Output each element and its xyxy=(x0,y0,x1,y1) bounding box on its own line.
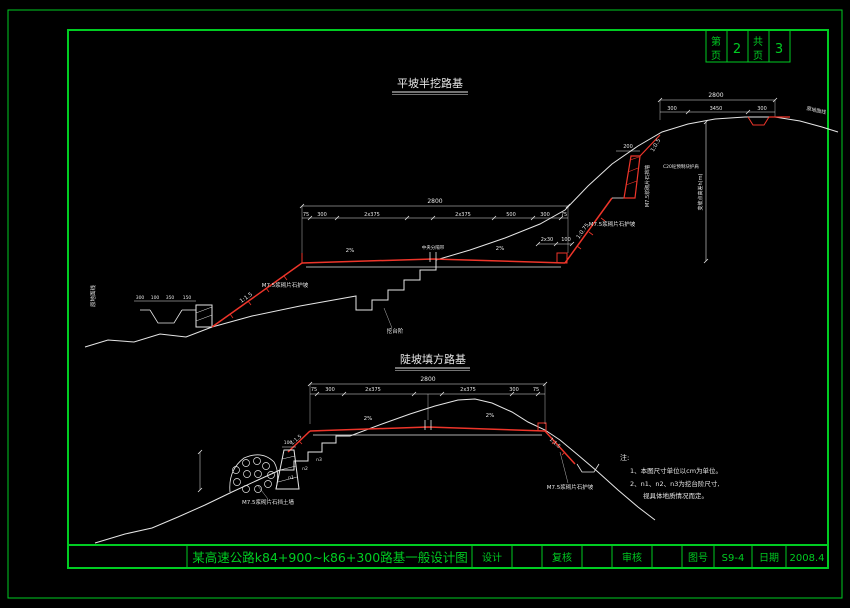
dim: 2x375 xyxy=(365,387,381,393)
titleblock-separators xyxy=(186,545,787,568)
page-box-char: 页 xyxy=(711,50,721,62)
cross-slope: 2% xyxy=(346,248,355,254)
fill-slope xyxy=(211,262,303,328)
dim: 75 xyxy=(311,387,317,393)
bottom-section-linework xyxy=(94,367,656,544)
dim: 500 xyxy=(506,212,516,218)
bench-dim: n2 xyxy=(302,466,308,472)
dim: 300 xyxy=(667,106,677,112)
dim: 300 xyxy=(540,212,550,218)
dim-total-width: 2800 xyxy=(708,92,723,99)
slope-protection-label: M7.5浆砌片石护坡 xyxy=(262,281,309,289)
note-2-cont: 视具体地质情况而定。 xyxy=(643,491,708,500)
median-label: 中央分隔带 xyxy=(422,244,445,251)
ground-line-label: 原地面线 xyxy=(89,285,97,308)
page-number: 2 xyxy=(733,42,741,57)
toe-ditch xyxy=(134,300,213,328)
retaining-wall-label: M7.5浆砌片石挡土墙 xyxy=(242,498,294,506)
bench-dim: n3 xyxy=(316,457,322,463)
road-surface xyxy=(309,420,547,436)
dim: 2x375 xyxy=(364,212,380,218)
dim: 300 xyxy=(136,295,145,301)
curb-block xyxy=(537,422,547,432)
dim-total-width: 2800 xyxy=(427,198,442,205)
dim: 100 xyxy=(284,440,293,446)
retaining-wall xyxy=(623,155,641,199)
slope-protection-label: M7.5浆砌片石护坡 xyxy=(589,220,636,228)
upper-platform xyxy=(657,97,790,264)
left-wall-group xyxy=(197,430,311,500)
inner-border xyxy=(67,29,829,569)
dim: 2x375 xyxy=(460,387,476,393)
dim: 350 xyxy=(166,295,175,301)
total-pages: 3 xyxy=(775,42,783,57)
dim: 3450 xyxy=(710,106,723,112)
dim: 300 xyxy=(317,212,327,218)
right-slope-group xyxy=(544,430,600,484)
outer-border xyxy=(7,9,843,599)
bottom-section-title: 陡坡填方路基 xyxy=(400,352,466,366)
retaining-wall xyxy=(275,449,300,490)
road-dimensions xyxy=(307,381,548,424)
dim: 75 xyxy=(533,387,539,393)
cell-review-label: 复核 xyxy=(552,551,572,564)
ground-line-label: 原地面线 xyxy=(806,105,827,116)
cell-audit-label: 审核 xyxy=(622,551,642,564)
curb-block xyxy=(556,252,568,264)
slope-ratio: 1:0.5 xyxy=(650,137,662,153)
dim: 75 xyxy=(303,212,309,218)
dim: 100 xyxy=(151,295,160,301)
dim: 2x30 xyxy=(541,237,554,243)
shoulder-block-label: C20砼预制块护肩 xyxy=(663,163,699,170)
dim: 300 xyxy=(757,106,767,112)
cell-date-value: 2008.4 xyxy=(790,553,825,564)
cut-slope-wall xyxy=(564,134,661,264)
note-1: 1、本图尺寸单位以cm为单位。 xyxy=(630,466,722,475)
page-box-char: 第 xyxy=(711,35,721,48)
bench-dim: n1 xyxy=(288,475,294,481)
rubble-outline xyxy=(229,454,278,493)
cell-figureno-value: S9-4 xyxy=(722,553,745,564)
top-section-linework xyxy=(84,91,839,348)
cross-slope: 2% xyxy=(364,416,373,422)
dim: 200 xyxy=(623,144,633,150)
bench-leader xyxy=(383,307,393,329)
dim: 300 xyxy=(325,387,335,393)
page-box xyxy=(705,29,791,63)
page-box-char: 页 xyxy=(753,50,763,62)
wall-leader xyxy=(257,485,269,500)
rubble-stones xyxy=(232,457,275,493)
cross-slope: 2% xyxy=(486,413,495,419)
cross-slope: 2% xyxy=(496,246,505,252)
drawing-title: 某高速公路k84+900~k86+300路基一般设计图 xyxy=(192,550,467,565)
side-ditch xyxy=(576,463,600,473)
note-2: 2、n1、n2、n3为挖台阶尺寸, xyxy=(630,479,719,488)
page-box-char: 共 xyxy=(753,36,763,48)
cell-figureno-label: 图号 xyxy=(688,552,708,564)
bench-label: 挖台阶 xyxy=(387,327,404,335)
dim: 2x375 xyxy=(455,212,471,218)
dim: 100 xyxy=(561,237,571,243)
retaining-wall-label: M7.5浆砌片石挡墙 xyxy=(644,165,651,207)
cell-date-label: 日期 xyxy=(759,552,779,564)
cell-design-label: 设计 xyxy=(482,551,502,564)
road-surface xyxy=(301,252,568,268)
dim-total-width: 2800 xyxy=(420,376,435,383)
slope-protection-label: M7.5浆砌片石护坡 xyxy=(547,483,594,491)
slope-leader xyxy=(559,451,569,484)
notes-heading: 注: xyxy=(620,453,629,462)
intercept-ditch xyxy=(747,116,770,126)
height-dim-label: 变坡点高差h(m) xyxy=(697,173,704,210)
top-section-title: 平坡半挖路基 xyxy=(397,76,463,90)
ground-line xyxy=(94,398,656,544)
dim: 300 xyxy=(509,387,519,393)
dim: 75 xyxy=(561,212,567,218)
road-dimensions xyxy=(299,203,575,253)
sheet-frame xyxy=(7,9,843,599)
dim: 150 xyxy=(183,295,192,301)
ground-line xyxy=(84,116,839,348)
